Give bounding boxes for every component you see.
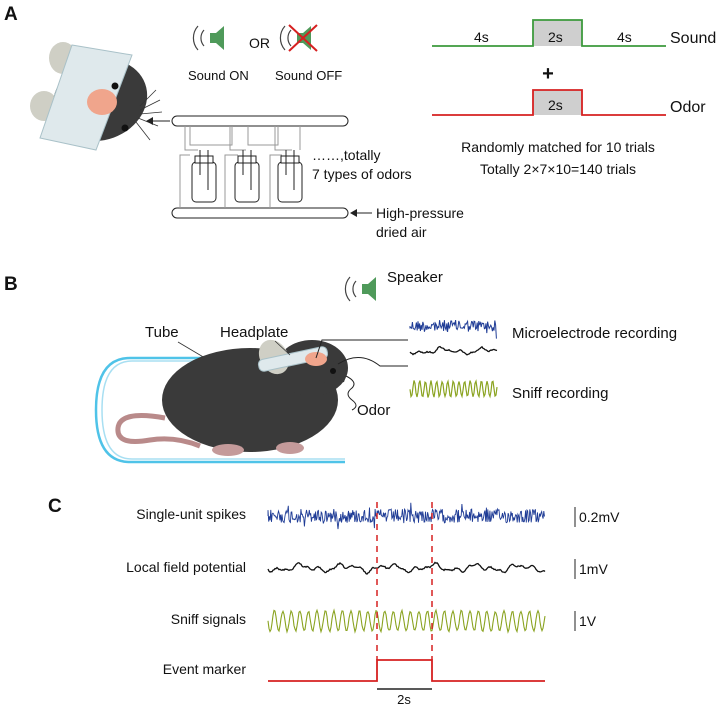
trials-line-2: Totally 2×7×10=140 trials <box>480 161 636 177</box>
odor-vial <box>269 126 303 208</box>
eye-icon <box>111 82 119 90</box>
headplate-icon <box>257 346 329 372</box>
headplate-pointer <box>274 340 291 356</box>
odor-output-tube <box>171 115 349 127</box>
scale-label-spikes: 0.2mV <box>579 509 620 525</box>
flow-arrow-to-mouse <box>146 117 170 125</box>
sound-timing-trace <box>432 19 666 47</box>
odors-line-2: 7 types of odors <box>312 166 412 182</box>
plus-sign: + <box>542 63 554 85</box>
row-label-event: Event marker <box>163 661 247 677</box>
sound-stim-duration: 2s <box>548 29 563 45</box>
row-label-sniff: Sniff signals <box>171 611 246 627</box>
panel-b-label: B <box>4 274 18 295</box>
electrode-wire <box>315 339 408 359</box>
air-line-1: High-pressure <box>376 205 464 221</box>
tube-label: Tube <box>145 324 179 341</box>
odor-delivery-system <box>171 115 349 219</box>
sound-on-label: Sound ON <box>188 68 249 83</box>
headplate-label: Headplate <box>220 324 288 341</box>
row-label-lfp: Local field potential <box>126 559 246 575</box>
lfp-trace <box>267 561 546 575</box>
sniff-cannula <box>337 357 408 367</box>
spike-trace <box>267 502 545 530</box>
sound-pre-duration: 4s <box>474 29 489 45</box>
odor-vial <box>179 126 233 208</box>
air-line-2: dried air <box>376 224 427 240</box>
restraint-tube <box>94 356 345 464</box>
odor-timing-trace <box>432 89 666 116</box>
odors-line-1: ……,totally <box>312 147 380 163</box>
or-label: OR <box>249 35 270 51</box>
speaker-off-icon <box>279 24 318 52</box>
flow-arrow-from-air <box>350 209 372 217</box>
event-marker-trace <box>268 659 545 682</box>
panel-c-label: C <box>48 496 62 517</box>
micro-spike-trace <box>409 319 497 339</box>
sniff-trace <box>267 608 546 634</box>
sound-post-duration: 4s <box>617 29 632 45</box>
sound-off-label: Sound OFF <box>275 68 342 83</box>
paw-icon <box>276 442 304 454</box>
trials-line-1: Randomly matched for 10 trials <box>461 139 655 155</box>
row-label-spikes: Single-unit spikes <box>136 506 246 522</box>
tube-pointer <box>177 341 206 359</box>
mouse-side-view <box>115 339 348 456</box>
tail-icon <box>115 413 201 449</box>
eye-icon <box>330 368 336 374</box>
odor-label: Odor <box>357 402 390 419</box>
speaker-on-icon <box>192 25 224 51</box>
panel-a-label: A <box>4 4 18 25</box>
speaker-label: Speaker <box>387 269 443 286</box>
craniotomy-icon <box>305 352 327 366</box>
scale-label-lfp: 1mV <box>579 561 608 577</box>
micro-lfp-trace <box>409 345 498 356</box>
air-input-tube <box>171 207 349 219</box>
scale-label-sniff: 1V <box>579 613 597 629</box>
odor-flow-icon <box>345 375 357 411</box>
eye-icon <box>121 124 129 132</box>
paw-icon <box>212 444 244 456</box>
speaker-icon <box>344 276 376 302</box>
sound-trace-label: Sound <box>670 30 716 47</box>
sniff-recording-label: Sniff recording <box>512 385 608 402</box>
time-scale-label: 2s <box>397 692 411 706</box>
microelectrode-label: Microelectrode recording <box>512 325 677 342</box>
mouse-top-view <box>30 42 163 151</box>
craniotomy-icon <box>87 89 117 115</box>
odor-vial <box>224 126 279 208</box>
odor-trace-label: Odor <box>670 99 706 116</box>
headplate-icon <box>39 44 133 151</box>
odor-stim-duration: 2s <box>548 97 563 113</box>
sniff-mini-trace <box>409 379 498 399</box>
